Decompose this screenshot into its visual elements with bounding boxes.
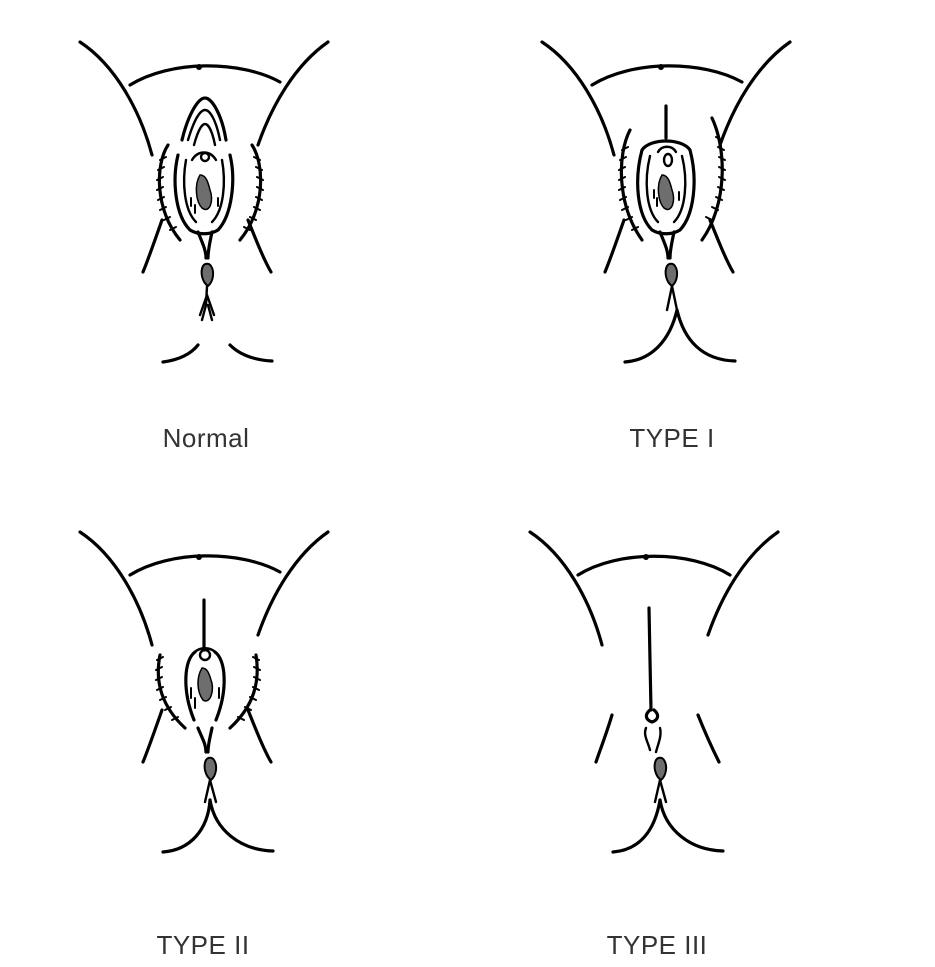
diagram-type-1-svg	[540, 40, 792, 364]
diagram-type-3	[510, 510, 810, 870]
label-normal: Normal	[162, 423, 250, 453]
label-type-2: TYPE II	[156, 930, 250, 960]
label-type-3: TYPE III	[606, 930, 708, 960]
label-type-1: TYPE I	[629, 423, 715, 453]
diagram-normal-svg	[78, 40, 330, 364]
diagram-type-3-svg	[528, 530, 780, 854]
diagram-type-2	[60, 510, 360, 870]
diagram-type-1	[522, 20, 822, 380]
diagram-type-2-svg	[78, 530, 330, 854]
diagram-normal	[60, 20, 360, 380]
